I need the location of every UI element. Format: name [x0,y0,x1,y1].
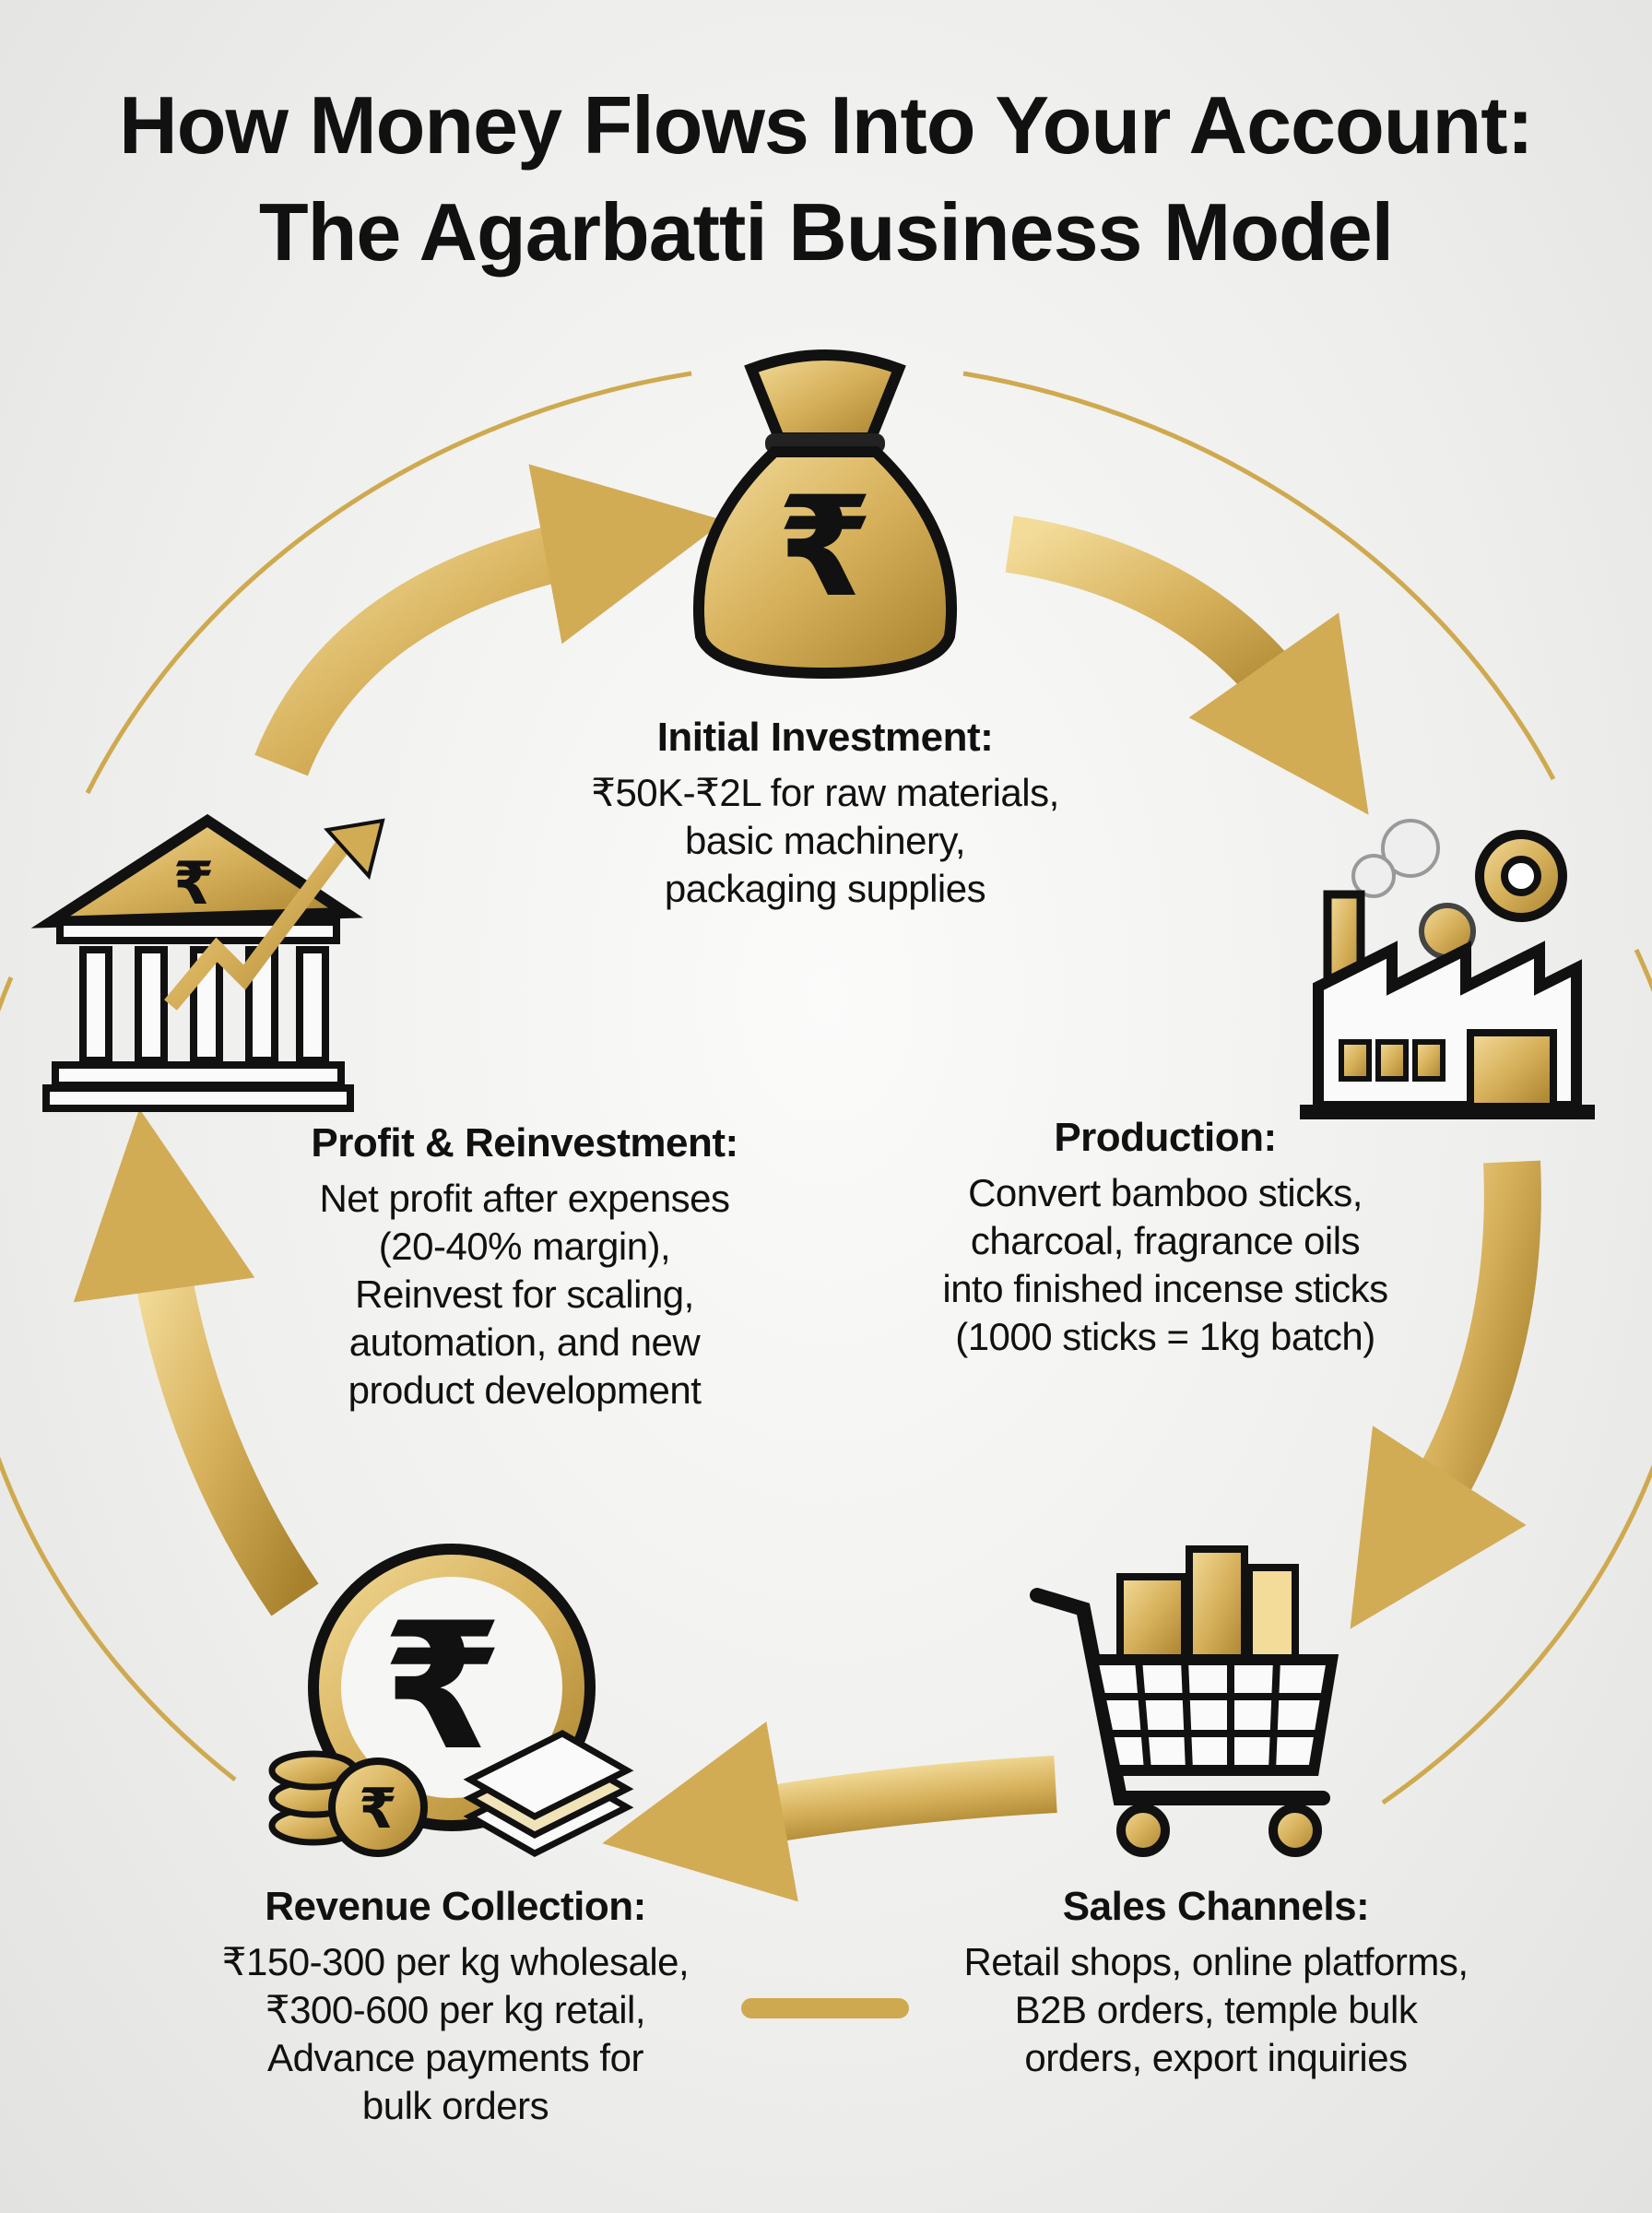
step-line: ₹150-300 per kg wholesale, [221,1940,690,1983]
arrow-sales-to-revenue [602,1721,1057,1902]
step-profit-reinvestment: Profit & Reinvestment: Net profit after … [311,1118,738,1414]
title-line-1: How Money Flows Into Your Account: [119,79,1534,171]
step-sales-channels: Sales Channels: Retail shops, online pla… [963,1881,1469,2082]
title-line-2: The Agarbatti Business Model [258,186,1394,278]
factory-icon [1300,819,1595,1119]
svg-text:₹: ₹ [382,1585,503,1789]
step-line: Advance payments for [267,2036,643,2079]
step-heading: Initial Investment: [656,715,994,760]
step-line: Retail shops, online platforms, [963,1940,1469,1983]
step-line: B2B orders, temple bulk [1014,1988,1418,2031]
step-heading: Sales Channels: [1062,1884,1370,1929]
step-initial-investment: Initial Investment: ₹50K-₹2L for raw mat… [591,712,1059,913]
step-revenue-collection: Revenue Collection: ₹150-300 per kg whol… [221,1881,690,2130]
step-heading: Production: [1054,1115,1277,1160]
step-line: automation, and new [348,1320,701,1364]
step-heading: Profit & Reinvestment: [311,1120,738,1166]
step-line: basic machinery, [684,819,966,862]
step-line: orders, export inquiries [1024,2036,1408,2079]
cycle-ring [0,371,1652,2018]
step-line: charcoal, fragrance oils [970,1219,1361,1262]
step-line: (20-40% margin), [378,1225,671,1268]
svg-text:₹: ₹ [173,850,215,918]
step-line: Reinvest for scaling, [355,1272,694,1316]
step-line: into finished incense sticks [942,1267,1388,1310]
shopping-cart-icon [1030,1545,1339,1857]
step-line: ₹300-600 per kg retail, [265,1988,646,2031]
arrow-profit-to-investment [254,464,726,776]
step-line: (1000 sticks = 1kg batch) [955,1315,1375,1358]
bank-growth-icon: ₹ [30,813,385,1112]
arrow-production-to-sales [1350,1160,1541,1629]
step-line: packaging supplies [664,867,986,910]
step-production: Production: Convert bamboo sticks, charc… [942,1112,1388,1361]
svg-text:₹: ₹ [777,467,873,628]
step-heading: Revenue Collection: [265,1884,646,1929]
step-line: Net profit after expenses [319,1177,730,1220]
arrow-revenue-to-profit [73,1108,319,1616]
svg-text:₹: ₹ [359,1777,397,1841]
step-line: ₹50K-₹2L for raw materials, [591,771,1059,814]
step-line: product development [348,1368,702,1412]
arrow-investment-to-production [1005,515,1369,815]
step-line: Convert bamboo sticks, [968,1171,1363,1214]
coins-cash-icon: ₹ ₹ [268,1544,634,1857]
step-line: bulk orders [361,2084,549,2127]
money-bag-icon: ₹ [692,349,958,680]
